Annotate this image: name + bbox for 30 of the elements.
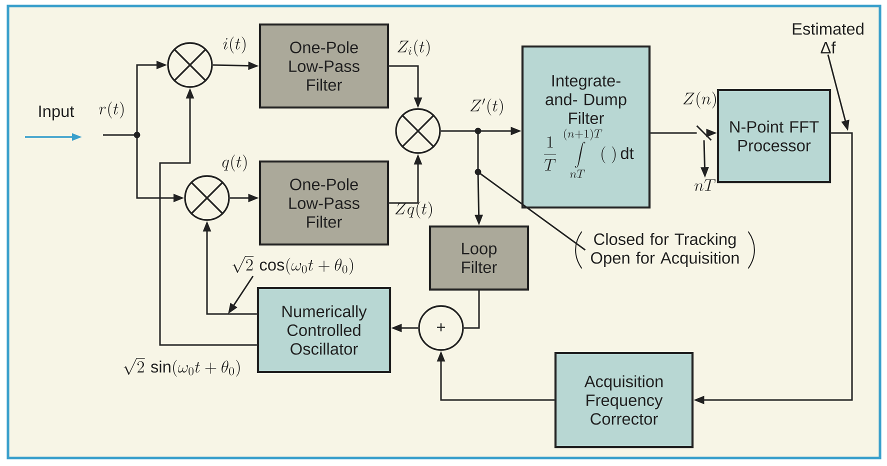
connector-line bbox=[440, 130, 478, 132]
switch-contact bbox=[474, 168, 482, 176]
filter-box: One-Pole Low-Pass Filter bbox=[258, 160, 390, 246]
oscillator-box: Numerically Controlled Oscillator bbox=[256, 286, 392, 374]
signal-label: $q(t)$ bbox=[222, 154, 247, 172]
connector-line bbox=[464, 290, 480, 329]
signal-label: $i(t)$ bbox=[223, 36, 246, 54]
signal-label: $r(t)$ bbox=[99, 102, 124, 118]
filter-box: One-Pole Low-Pass Filter bbox=[258, 23, 390, 109]
connector-line bbox=[650, 132, 697, 134]
annotation-text: Closed for Tracking Open for Acquisition bbox=[591, 232, 739, 268]
signal-label: $Z(n)$ bbox=[683, 92, 716, 108]
input-label: Input bbox=[39, 106, 74, 120]
switch-arm bbox=[478, 171, 586, 251]
annotation-text: Estimated Δf bbox=[792, 22, 864, 54]
multiplier-circle bbox=[167, 42, 213, 88]
sampler-switch bbox=[696, 125, 712, 141]
connector-line bbox=[477, 131, 479, 172]
signal-label: $Z'(t)$ bbox=[470, 98, 503, 116]
signal-label: $nT$ bbox=[694, 179, 716, 191]
filter-box: Integrate- and- Dump Filter $\frac{1}{T}\int\limits_{nT}^{(n+1)T}(\;)\,\mathrm{dt}$ bbox=[521, 45, 651, 209]
signal-label: $\sqrt{2}\,\cos(\omega_0 t+\theta_0)$ bbox=[232, 256, 354, 275]
corrector-box: Acquisition Frequency Corrector bbox=[554, 352, 694, 448]
connector-line bbox=[103, 134, 137, 136]
multiplier-circle bbox=[395, 108, 441, 154]
signal-label: $\sqrt{2}\,\sin(\omega_0 t+\theta_0)$ bbox=[124, 358, 240, 377]
filter-box: Loop Filter bbox=[428, 225, 530, 291]
processor-box: N-Point FFT Processor bbox=[716, 88, 832, 184]
multiplier-circle bbox=[184, 175, 230, 221]
signal-label: $Z_i(t)$ bbox=[398, 40, 430, 56]
